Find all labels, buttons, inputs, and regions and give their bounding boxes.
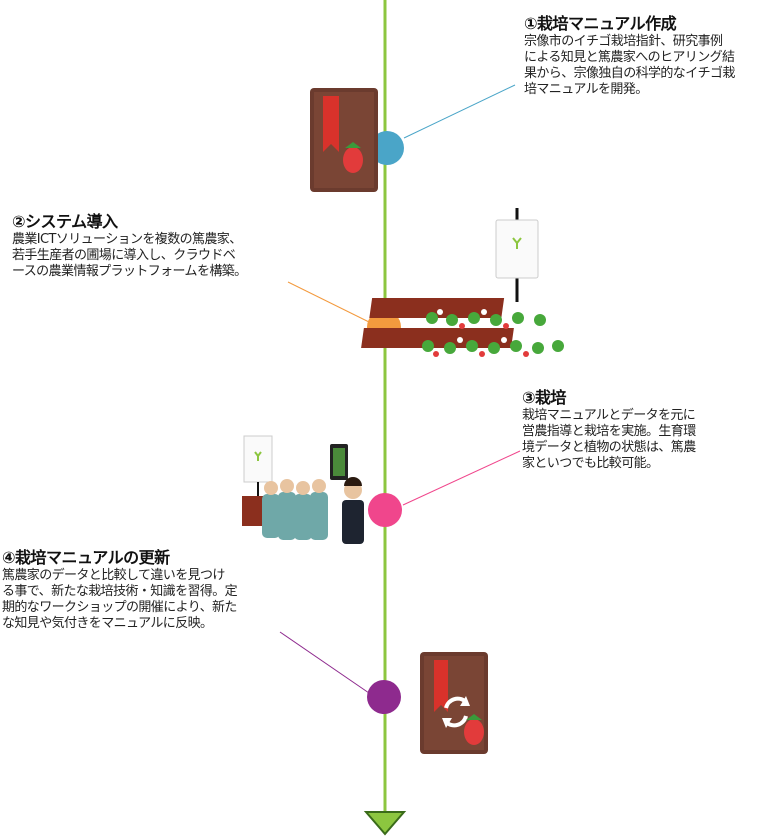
step1-title: ①栽培マニュアル作成 [524,14,677,33]
step4-line3: 期的なワークショップの開催により、新た [2,600,237,615]
step1-marker [370,131,404,165]
farmers-group-icon [242,435,364,544]
connector-step1 [403,84,516,139]
step3-line4: 家といつでも比較可能。 [522,456,659,471]
step3-marker [368,493,402,527]
step1-line1: 宗像市のイチゴ栽培指針、研究事例 [524,34,723,49]
step3-line3: 境データと植物の状態は、篤農 [522,440,696,455]
connector-step2 [287,281,370,323]
connector-step3 [402,450,521,506]
step2-line2: 若手生産者の圃場に導入し、クラウドベ [12,248,236,263]
timeline-arrow-icon [363,811,407,836]
step4-marker [367,680,401,714]
step3-line2: 営農指導と栽培を実施。生育環 [522,424,696,439]
step1-line2: による知見と篤農家へのヒアリング結 [524,50,735,65]
step2-title: ②システム導入 [12,212,118,231]
step3-title: ③栽培 [522,388,567,407]
step1-line3: 果から、宗像独自の科学的なイチゴ栽 [524,66,735,81]
step4-block: ④栽培マニュアルの更新 篤農家のデータと比較して違いを見つけ る事で、新たな栽培… [2,548,238,632]
step2-line3: ースの農業情報プラットフォームを構築。 [12,264,247,279]
manual-update-book-icon [420,652,488,754]
step1-line4: 培マニュアルを開発。 [524,82,648,97]
step4-line2: る事で、新たな栽培技術・知識を習得。定 [2,584,238,599]
step3-line1: 栽培マニュアルとデータを元に [522,408,696,423]
step2-line1: 農業ICTソリューションを複数の篤農家、 [12,232,242,247]
strawberry-field-sensor-icon [361,208,564,357]
step3-block: ③栽培 栽培マニュアルとデータを元に 営農指導と栽培を実施。生育環 境データと植… [522,388,696,472]
step4-title: ④栽培マニュアルの更新 [2,548,170,567]
step2-block: ②システム導入 農業ICTソリューションを複数の篤農家、 若手生産者の圃場に導入… [12,212,247,280]
step4-line1: 篤農家のデータと比較して違いを見つけ [2,568,225,583]
connector-step4 [279,631,370,694]
step4-line4: な知見や気付きをマニュアルに反映。 [2,616,213,631]
strawberry-manual-book-icon [310,88,378,192]
step1-block: ①栽培マニュアル作成 宗像市のイチゴ栽培指針、研究事例 による知見と篤農家へのヒ… [524,14,735,98]
